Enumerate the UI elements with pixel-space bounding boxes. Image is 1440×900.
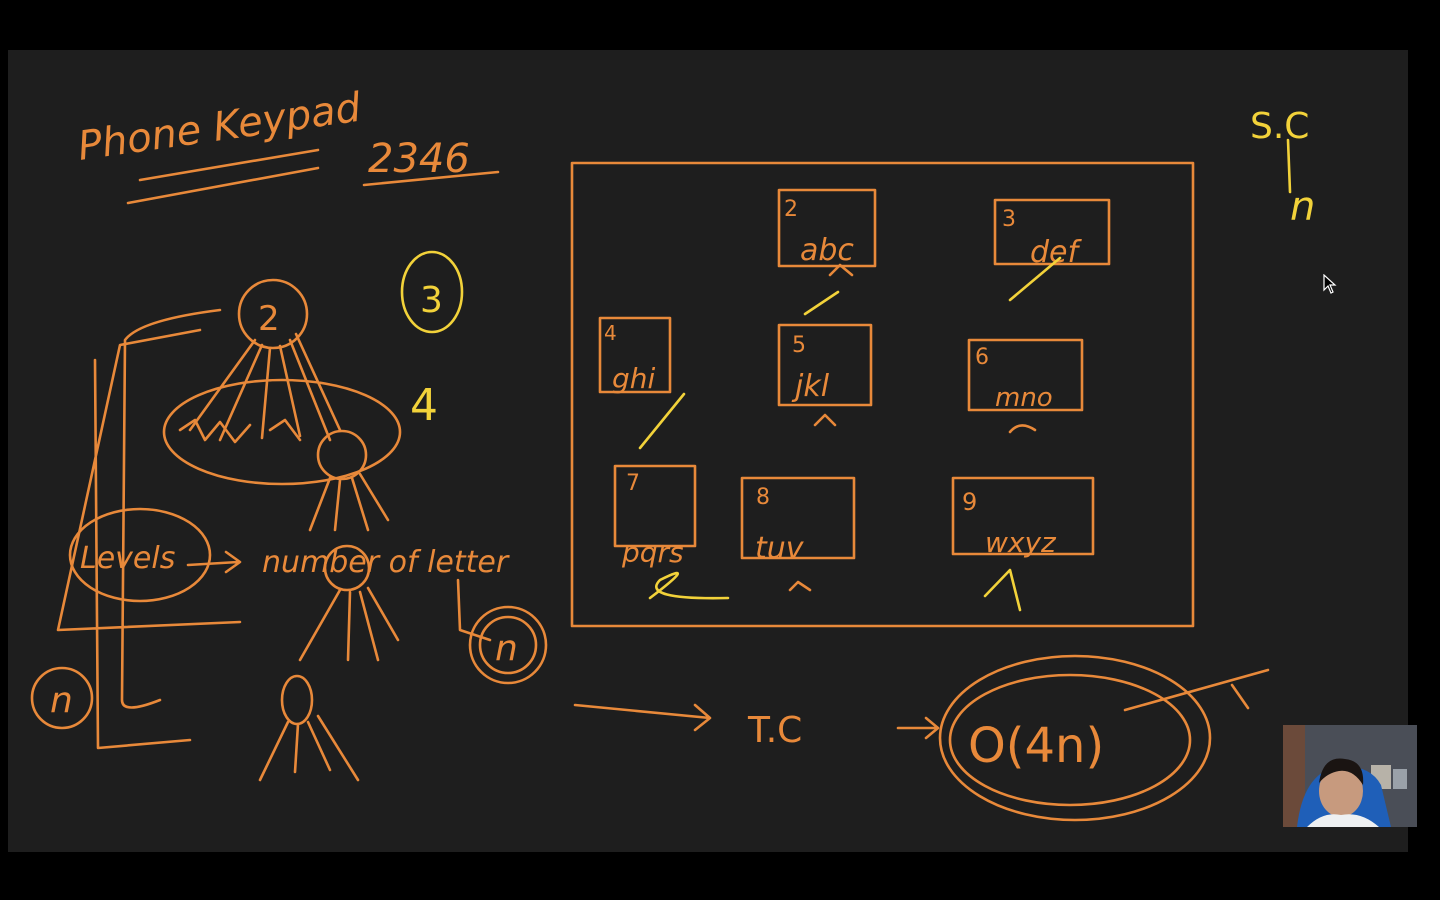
svg-text:8: 8 (756, 485, 770, 510)
tc-arrow (573, 703, 712, 732)
count-three-circle (400, 250, 464, 334)
tc-ellipse-outer (938, 654, 1212, 822)
key-9: 9 wxyz (951, 476, 1095, 559)
tc-strike (1123, 668, 1270, 712)
svg-text:abc: abc (800, 233, 854, 268)
n-label: n (495, 628, 518, 669)
n-left-circle (30, 666, 94, 730)
levels-circle (68, 507, 212, 603)
yellow-check-marks (638, 256, 1062, 612)
leaf-branches (258, 714, 360, 782)
space-complexity-label: S.C (1250, 106, 1309, 147)
webcam-overlay (1283, 725, 1417, 827)
svg-text:pqrs: pqrs (621, 536, 684, 569)
svg-text:tuv: tuv (755, 531, 805, 566)
svg-text:4: 4 (604, 321, 617, 345)
svg-text:3: 3 (1002, 207, 1016, 232)
letter-node-branches (298, 586, 400, 662)
levels-label: Levels (80, 541, 175, 576)
levels-arrow (186, 550, 242, 574)
key-6: 6 mno (967, 338, 1084, 413)
svg-text:ghi: ghi (612, 362, 656, 395)
tc-arrow-2 (896, 716, 940, 740)
tc-ellipse-inner (948, 673, 1192, 807)
time-complexity-value: O(4n) (968, 718, 1104, 774)
tree-root-label: 2 (258, 299, 280, 339)
key-7: 7 pqrs (613, 464, 697, 569)
svg-text:2: 2 (784, 197, 798, 222)
key-4: 4 ghi (598, 316, 672, 395)
input-digits: 2346 (368, 136, 470, 182)
key-3: 3 def (993, 198, 1111, 270)
tree-branches (188, 332, 342, 442)
space-complexity-arrow (1286, 138, 1292, 194)
space-complexity-value: n (1290, 184, 1315, 230)
svg-text:6: 6 (975, 345, 989, 370)
svg-text:jkl: jkl (791, 369, 830, 404)
level-ellipse (162, 378, 402, 486)
keypad-frame (570, 161, 1195, 628)
presenter-video (1283, 725, 1417, 827)
svg-text:mno: mno (995, 383, 1053, 413)
caret-marks (788, 263, 1037, 592)
letter-node (323, 544, 371, 592)
key-5: 5 jkl (777, 323, 873, 407)
levels-bracket (56, 308, 242, 750)
svg-text:wxyz: wxyz (985, 526, 1057, 559)
count-three: 3 (420, 280, 443, 321)
title-underline (126, 148, 320, 205)
svg-text:def: def (1030, 235, 1083, 270)
number-of-letter: number of letter (262, 545, 510, 580)
svg-text:7: 7 (626, 471, 640, 496)
subtree-node (316, 429, 368, 481)
leaf-node (280, 674, 314, 726)
count-four: 4 (410, 380, 438, 431)
tree-root-circle (237, 278, 309, 350)
time-complexity-label: T.C (747, 710, 802, 751)
n-outer-circle (468, 605, 548, 685)
svg-text:5: 5 (792, 333, 806, 358)
n-left-label: n (50, 680, 73, 721)
n-inner-circle (478, 615, 538, 675)
title-text: Phone Keypad (75, 85, 364, 170)
svg-text:9: 9 (962, 488, 977, 516)
key-2: 2 abc (777, 188, 877, 268)
mouse-cursor-icon (1323, 274, 1337, 294)
subtree-branches (308, 472, 390, 532)
tree-letters (178, 418, 302, 444)
digits-underline (362, 170, 500, 187)
key-8: 8 tuv (740, 476, 856, 566)
